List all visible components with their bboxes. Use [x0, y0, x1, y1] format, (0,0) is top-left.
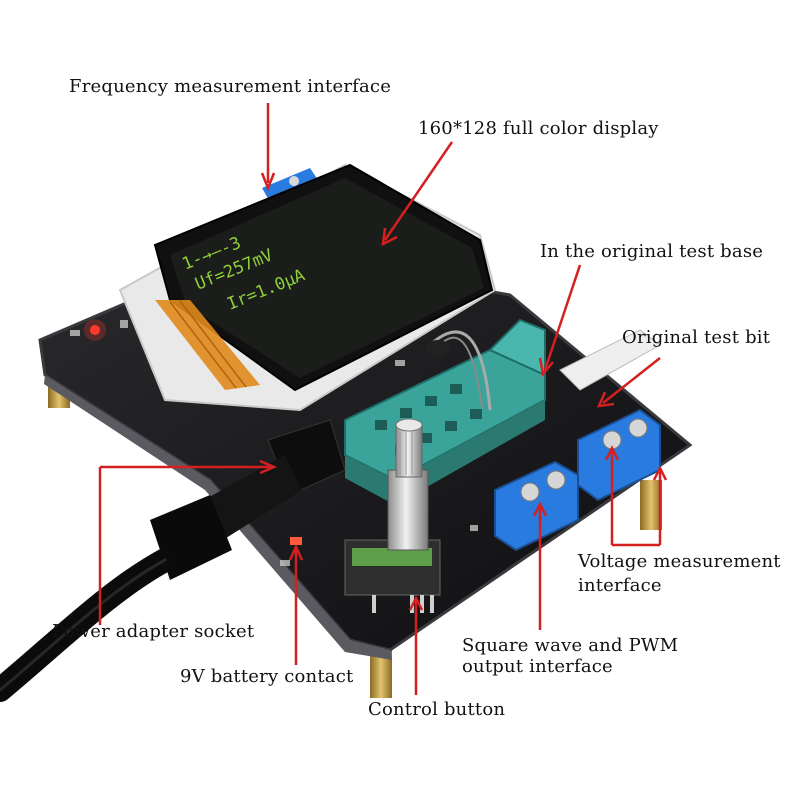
annotation-pointers — [98, 103, 668, 695]
label-voltage-line-2: interface — [578, 575, 662, 596]
label-display: 160*128 full color display — [418, 118, 659, 139]
label-test-bit: Original test bit — [622, 327, 771, 348]
power-plug — [0, 419, 346, 702]
label-voltage-line-1: Voltage measurement — [578, 551, 781, 572]
label-test-base: In the original test base — [540, 241, 764, 262]
label-square-wave-line-2: output interface — [462, 656, 613, 677]
label-square-wave-line-1: Square wave and PWM — [462, 635, 679, 656]
label-power-socket: Power adapter socket — [52, 621, 255, 642]
power-led — [90, 325, 100, 335]
battery-contact — [290, 537, 302, 545]
label-battery-contact: 9V battery contact — [180, 666, 354, 687]
square-wave-terminal — [494, 460, 579, 552]
label-control-button: Control button — [368, 699, 506, 720]
label-frequency-interface: Frequency measurement interface — [69, 76, 392, 97]
